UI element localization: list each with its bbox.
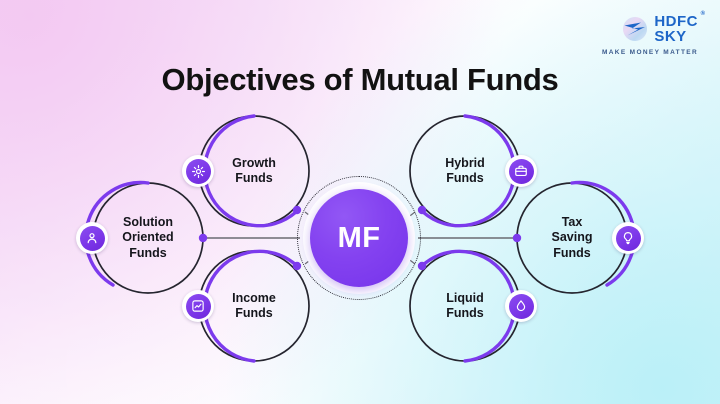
brand-name-line2: SKY — [654, 28, 687, 46]
lightbulb-icon-disc — [615, 225, 641, 251]
brand-name-line1: HDFC — [654, 13, 698, 30]
page-title: Objectives of Mutual Funds — [161, 62, 559, 97]
center-label: MF — [337, 221, 381, 254]
node-label-liquid-funds: Liquid Funds — [409, 250, 521, 362]
node-label-line: Tax — [561, 215, 583, 230]
node-label-line: Funds — [553, 245, 591, 260]
node-label-line: Solution — [123, 215, 173, 230]
node-label-line: Funds — [235, 171, 273, 185]
node-label-line: Funds — [446, 171, 484, 185]
node-growth-funds[interactable]: Growth Funds — [182, 115, 310, 227]
brand-logo-row: HDFC SKY ® — [602, 11, 705, 46]
lightbulb-icon[interactable] — [612, 222, 644, 254]
node-label-hybrid-funds: Hybrid Funds — [409, 115, 521, 227]
node-label-line: Funds — [446, 306, 484, 320]
node-label-income-funds: Income Funds — [198, 250, 310, 362]
center-disc: MF — [310, 189, 408, 287]
hdfc-sky-swoosh-icon — [622, 16, 648, 42]
node-label-growth-funds: Growth Funds — [198, 115, 310, 227]
node-label-solution-oriented-funds: Solution Oriented Funds — [92, 182, 204, 294]
brand-logo: HDFC SKY ® MAKE MONEY MATTER — [601, 11, 705, 56]
water-drop-icon-disc — [508, 293, 534, 319]
center-dotted-ring — [297, 176, 421, 300]
node-liquid-funds[interactable]: Liquid Funds — [409, 250, 537, 362]
node-label-line: Growth — [232, 155, 276, 170]
node-hybrid-funds[interactable]: Hybrid Funds — [409, 115, 537, 227]
center-node-mutual-funds[interactable]: MF — [297, 176, 421, 300]
brand-wordmark: HDFC SKY ® — [654, 11, 705, 46]
node-label-line: Funds — [235, 306, 273, 320]
node-solution-oriented-funds[interactable]: Solution Oriented Funds — [76, 182, 204, 294]
registered-mark: ® — [700, 11, 705, 17]
chart-line-icon[interactable] — [182, 290, 214, 322]
gear-icon-disc — [185, 158, 211, 184]
briefcase-icon-disc — [508, 158, 534, 184]
node-tax-saving-funds[interactable]: Tax Saving Funds — [516, 182, 644, 294]
brand-tagline: MAKE MONEY MATTER — [601, 48, 698, 56]
briefcase-icon[interactable] — [505, 155, 537, 187]
node-label-line: Saving — [551, 230, 593, 245]
node-label-line: Oriented — [122, 230, 174, 245]
node-label-line: Liquid — [446, 290, 484, 305]
node-label-line: Hybrid — [445, 155, 485, 170]
gear-icon[interactable] — [182, 155, 214, 187]
chart-line-icon-disc — [185, 293, 211, 319]
node-label-line: Income — [232, 290, 276, 305]
user-icon[interactable] — [76, 222, 108, 254]
water-drop-icon[interactable] — [505, 290, 537, 322]
node-income-funds[interactable]: Income Funds — [182, 250, 310, 362]
node-label-tax-saving-funds: Tax Saving Funds — [516, 182, 628, 294]
node-label-line: Funds — [129, 245, 167, 260]
user-icon-disc — [79, 225, 105, 251]
